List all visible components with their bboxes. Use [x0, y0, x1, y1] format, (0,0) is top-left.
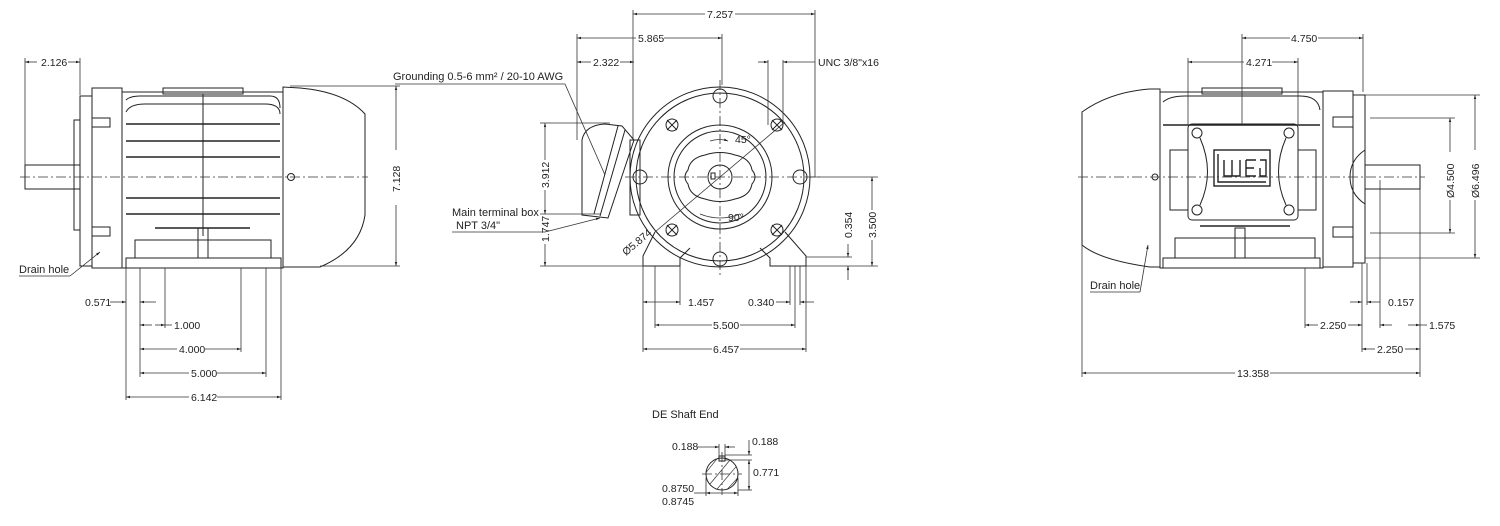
feet	[125, 257, 282, 269]
dim-0157: 0.157	[1388, 297, 1414, 309]
dim-08745: 0.8745	[662, 496, 694, 508]
drain-hole-label-right: Drain hole	[1090, 280, 1140, 292]
dim-5500: 5.500	[713, 320, 739, 332]
dim-08750: 0.8750	[662, 483, 694, 495]
dim-key-width: 0.188	[672, 441, 698, 453]
flange	[79, 95, 93, 267]
dim-0340: 0.340	[748, 297, 774, 309]
terminal-box-face	[1187, 123, 1299, 221]
dim-3500: 3.500	[867, 212, 879, 238]
angle-45: 45°	[735, 134, 751, 146]
rear-view: 4.750 4.271 Ø4.500 Ø6.496 0.157 2.250 1.…	[1078, 33, 1482, 380]
dim-5865: 5.865	[638, 33, 664, 45]
weg-logo	[1213, 149, 1271, 187]
dim-5000: 5.000	[191, 368, 217, 380]
frame-body-right	[1159, 91, 1324, 269]
dim-key-depth: 0.188	[752, 436, 778, 448]
dim-4271: 4.271	[1246, 57, 1272, 69]
dim-2250b: 2.250	[1377, 344, 1403, 356]
dim-0354: 0.354	[843, 212, 855, 238]
dim-2126: 2.126	[41, 57, 67, 69]
dim-4500: Ø4.500	[1445, 163, 1457, 198]
dim-1000: 1.000	[174, 320, 200, 332]
flange-right	[1352, 94, 1366, 264]
top-terminal-box	[162, 87, 244, 95]
angle-90: 90°	[728, 212, 744, 224]
dim-1575: 1.575	[1429, 320, 1455, 332]
fan-cover-right	[1081, 88, 1161, 268]
terminal-box-npt-label: NPT 3/4"	[456, 220, 500, 232]
dim-7128: 7.128	[391, 166, 403, 192]
shaft-end-title: DE Shaft End	[652, 409, 719, 421]
shaft-end-detail: DE Shaft End 0.188 0.188 0.771 0.8750 0.…	[652, 409, 779, 508]
tapped-holes	[665, 118, 784, 237]
dim-13358: 13.358	[1237, 368, 1269, 380]
dim-2250a: 2.250	[1320, 320, 1346, 332]
terminal-box	[581, 123, 635, 219]
fan-cover	[282, 86, 366, 268]
dim-6457: 6.457	[713, 344, 739, 356]
terminal-box-label: Main terminal box	[452, 207, 539, 219]
grounding-label: Grounding 0.5-6 mm² / 20-10 AWG	[393, 71, 563, 83]
dim-7257: 7.257	[707, 9, 733, 21]
dim-4000: 4.000	[179, 344, 205, 356]
dim-1747: 1.747	[540, 216, 552, 242]
dim-0771: 0.771	[753, 467, 779, 479]
dim-4750: 4.750	[1291, 33, 1317, 45]
front-view: 7.257 5.865 2.322 UNC 3/8"x16 3.912 1.74…	[393, 9, 879, 356]
unc-thread-label: UNC 3/8"x16	[818, 57, 879, 69]
drain-hole-label-left: Drain hole	[19, 264, 69, 276]
side-view: 2.126 7.128 0.571 1.000 4.000 5.000 6.14…	[19, 57, 403, 404]
dim-6496: Ø6.496	[1470, 163, 1482, 198]
dim-2322: 2.322	[593, 57, 619, 69]
dim-6142: 6.142	[191, 392, 217, 404]
dim-3912: 3.912	[540, 162, 552, 188]
dim-0571: 0.571	[85, 297, 111, 309]
dim-1457: 1.457	[688, 297, 714, 309]
